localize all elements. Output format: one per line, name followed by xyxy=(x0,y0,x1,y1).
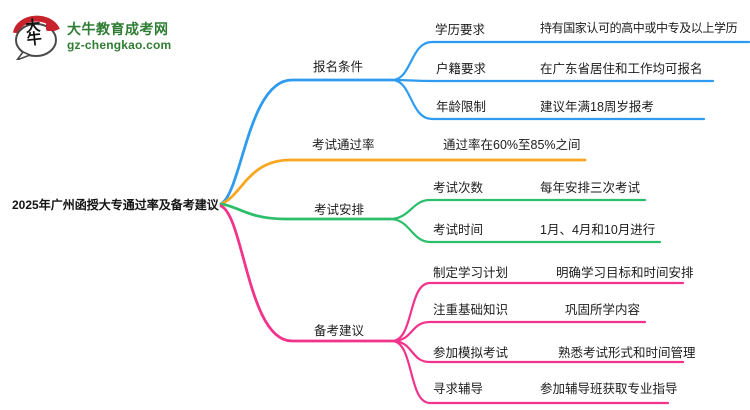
edge-baoming-xueli xyxy=(390,40,750,82)
branch-beikao-jianyi[interactable]: 备考建议 xyxy=(314,324,365,338)
logo-title: 大牛教育成考网 xyxy=(67,21,169,37)
site-logo[interactable]: 大牛 大牛教育成考网 gz-chengkao.com xyxy=(12,12,172,62)
edge-root-tongguolv xyxy=(219,158,587,206)
leaf-huji-yaoqiu-detail[interactable]: 在广东省居住和工作均可报名 xyxy=(540,62,703,76)
leaf-zhiding-jihua[interactable]: 制定学习计划 xyxy=(433,266,509,280)
leaf-zhiding-jihua-detail[interactable]: 明确学习目标和时间安排 xyxy=(556,266,694,280)
leaf-kaoshi-shijian[interactable]: 考试时间 xyxy=(433,223,484,237)
leaf-kaoshi-shijian-detail[interactable]: 1月、4月和10月进行 xyxy=(540,223,656,237)
leaf-jichu-zhishi[interactable]: 注重基础知识 xyxy=(433,303,509,317)
edge-baoming-nianling xyxy=(390,78,706,121)
leaf-moni-kaoshi-detail[interactable]: 熟悉考试形式和时间管理 xyxy=(558,346,696,360)
edge-beikao-jichu xyxy=(390,320,647,343)
leaf-nianling-xianzhi-detail[interactable]: 建议年满18周岁报考 xyxy=(540,100,654,114)
edge-anpai-shijian xyxy=(388,217,662,244)
logo-bubble-graphic xyxy=(13,15,60,62)
leaf-nianling-xianzhi[interactable]: 年龄限制 xyxy=(436,100,487,114)
logo-bubble-characters: 大牛 xyxy=(22,17,44,45)
leaf-kaoshi-cishu[interactable]: 考试次数 xyxy=(433,181,484,195)
leaf-moni-kaoshi[interactable]: 参加模拟考试 xyxy=(433,346,509,360)
leaf-kaoshi-cishu-detail[interactable]: 每年安排三次考试 xyxy=(540,181,641,195)
branch-kaoshi-anpai[interactable]: 考试安排 xyxy=(314,203,365,217)
logo-domain: gz-chengkao.com xyxy=(67,38,172,52)
leaf-xueli-yaoqiu-detail[interactable]: 持有国家认可的高中或中专及以上学历 xyxy=(540,21,738,35)
branch-kaoshi-tongguolv[interactable]: 考试通过率 xyxy=(312,138,375,152)
edge-beikao-jihua xyxy=(390,281,685,343)
branch-kaoshi-tongguolv-detail[interactable]: 通过率在60%至85%之间 xyxy=(443,138,581,152)
leaf-jichu-zhishi-detail[interactable]: 巩固所学内容 xyxy=(565,303,641,317)
branch-baoming-tiaojian[interactable]: 报名条件 xyxy=(313,60,364,74)
leaf-xunqiu-fudao[interactable]: 寻求辅导 xyxy=(433,382,484,396)
edge-root-anpai xyxy=(219,202,392,221)
leaf-xueli-yaoqiu[interactable]: 学历要求 xyxy=(435,23,486,37)
edge-baoming-huji xyxy=(390,78,715,83)
daniu-speech-bubble-icon: 大牛 xyxy=(12,12,60,62)
edge-beikao-fudao xyxy=(390,339,670,405)
edge-root-beikao xyxy=(219,204,394,343)
leaf-huji-yaoqiu[interactable]: 户籍要求 xyxy=(436,62,487,76)
root-topic[interactable]: 2025年广州函授大专通过率及备考建议 xyxy=(12,198,219,212)
edge-root-baoming xyxy=(219,78,394,206)
leaf-xunqiu-fudao-detail[interactable]: 参加辅导班获取专业指导 xyxy=(540,382,678,396)
edge-anpai-cishu xyxy=(388,198,647,221)
